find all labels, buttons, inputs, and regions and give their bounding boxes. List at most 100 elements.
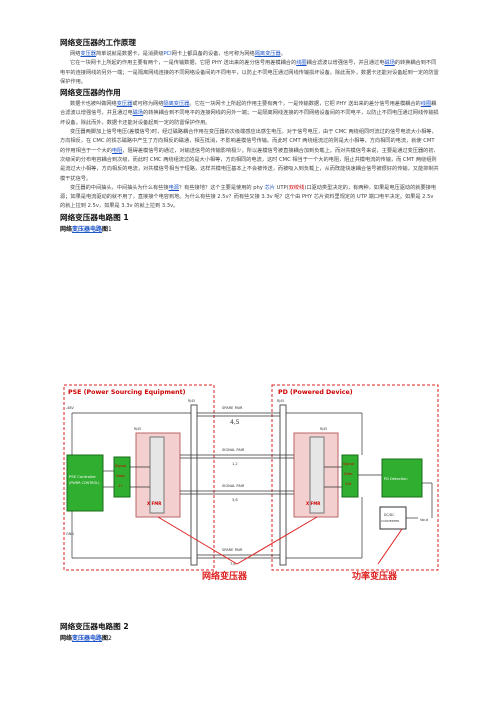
xfmr-right-label: X FMR	[306, 501, 320, 506]
text: ？有些接地？这个主要是使用的 phy	[178, 184, 265, 191]
signal-left-1: Signal	[115, 464, 126, 468]
power-transformer-label: 功率变压器	[352, 570, 398, 582]
spare-pair-bot-1: SPARE PAIR	[222, 548, 243, 552]
dcdc-label-1: DC/DC	[384, 513, 395, 517]
signal-right-3: Out	[345, 482, 352, 486]
rj45-connector	[190, 404, 198, 566]
v48-label: -48V	[66, 406, 75, 410]
paragraph: 变压器两脚加上信号电压(差模信号)时，经过磁路耦合作用在变压器的次级端感应出感生…	[60, 128, 440, 184]
link-power[interactable]: 电源	[168, 184, 179, 191]
paragraph: 网络变压器简单说就是数据卡，是消费级PCI网卡上都具备的设备，也可称为网络隔离变…	[60, 50, 440, 59]
text: 变压器两脚加上信号电压(差模信号)时，经过磁路耦合作用在变压器的次级端感应出感生…	[60, 129, 437, 154]
signal-pair-mid-2: 1,2	[232, 462, 238, 466]
link-transformer-circuit[interactable]: 变压器电路	[72, 635, 103, 642]
network-transformer-label: 网络变压器	[202, 570, 248, 582]
text: 的转换耦合到不同电平的连接网线的另外一端；一是隔离网线连接的不同网络设备间的不同…	[60, 110, 439, 126]
circuit-caption-1: 网络变压器电路图1	[60, 225, 440, 235]
signal-left-3: 1+	[118, 484, 123, 488]
arrow-line	[157, 516, 238, 565]
spare-pair-top-1: SPARE PAIR	[222, 406, 243, 410]
poe-circuit-diagram: PSE (Power Sourcing Equipment) PD (Power…	[63, 384, 439, 582]
signal-pair-low-2: 3,6	[232, 498, 238, 502]
signal-data-right-block	[341, 454, 359, 498]
text: 简单说就是数据卡，是消费级	[95, 51, 164, 57]
paragraph: 数据卡也被叫做网络变压器或可称为网络隔离变压器。它在一块网卡上所起的作用主要有两…	[60, 100, 440, 128]
text: 变压器的中间抽头，中间抽头为什么有些接	[70, 184, 169, 191]
text: )口驱动类型决定的，有两种，如果是电压驱动的就要接电源；如果是电流驱动的就不用了…	[60, 184, 437, 210]
pse-box	[63, 384, 215, 571]
rj45-label: RJ45	[134, 427, 141, 431]
pse-controller-block	[66, 454, 104, 512]
circuit-title-2: 网络变压器电路图 2	[60, 622, 129, 631]
text: 或可称为网络	[132, 101, 164, 108]
link-coil[interactable]: 线圈	[420, 101, 432, 108]
text: 它在一块网卡上所起的作用主要有两个，一是传输数据，它把 PHY 送出来的差分信号…	[70, 60, 297, 67]
xfmr-right-core	[309, 436, 325, 514]
text: 。	[280, 51, 286, 57]
text: 网络	[70, 51, 81, 57]
signal-right-2: Data	[344, 472, 353, 476]
pd-label: PD (Powered Device)	[278, 389, 353, 396]
rj45-label: RJ45	[277, 399, 284, 403]
text: ，阻碍差模信号的通过，对输送信号的传输影响极少。所以差模信号被直接耦合加到负载上…	[60, 147, 439, 182]
text: 耦合滤波以增强信号，并且通过电	[306, 60, 385, 67]
rj45-connector	[279, 404, 287, 566]
text: 图	[102, 635, 109, 642]
spare-pair-top-2: 4,5	[230, 419, 240, 426]
link-chip[interactable]: 芯片	[264, 184, 275, 191]
link-magnetic-field[interactable]: 磁场	[132, 110, 144, 117]
text: 1	[108, 225, 112, 233]
signal-right-1: Signal	[343, 462, 354, 466]
section-title-function: 网络变压器的作用	[60, 88, 121, 98]
arrow-line	[236, 516, 318, 565]
xfmr-left-label: X FMR	[147, 501, 161, 506]
link-coil[interactable]: 线圈	[296, 60, 307, 67]
spare-pair-bot-2: 7,8	[230, 562, 236, 566]
text: 2	[108, 635, 112, 642]
link-transformer[interactable]: 变压器	[80, 51, 96, 57]
twisted-pair-term[interactable]: 双绞线	[288, 184, 305, 191]
text: 数据卡也被叫做网络	[70, 101, 117, 108]
paragraph: 变压器的中间抽头，中间抽头为什么有些接电源？有些接地？这个主要是使用的 phy …	[60, 184, 440, 212]
pd-box	[271, 384, 439, 571]
text: 网络	[60, 635, 73, 642]
signal-pair-low-1: SIGNAL PAIR	[222, 484, 245, 488]
document-body: 网络变压器的工作原理 网络变压器简单说就是数据卡，是消费级PCI网卡上都具备的设…	[60, 38, 440, 235]
pd-detection-block	[381, 458, 423, 498]
signal-pair-mid-1: SIGNAL PAIR	[222, 448, 245, 452]
link-pci[interactable]: PCI	[163, 51, 172, 57]
text: 耦合滤波以增强信号，并且通过电	[60, 101, 437, 117]
rj45-label: RJ45	[320, 427, 327, 431]
document-footer-section: 网络变压器电路图 2 网络变压器电路图2	[60, 622, 440, 644]
circuit-caption-2: 网络变压器电路图2	[60, 634, 440, 644]
pd-detection-label: PD Detection	[384, 477, 408, 481]
link-isolation-transformer[interactable]: 隔离变压器	[254, 51, 281, 57]
dcdc-label-2: CONVERTER	[381, 519, 399, 523]
signal-left-2: Data	[116, 474, 125, 478]
wire-pairs	[71, 412, 433, 559]
pse-label: PSE (Power Sourcing Equipment)	[68, 389, 186, 396]
signal-data-left-block	[113, 456, 131, 498]
paragraph: 它在一块网卡上所起的作用主要有两个，一是传输数据，它把 PHY 送出来的差分信号…	[60, 59, 440, 87]
text: 。它在一块网卡上所起的作用主要有两个，一是传输数据，它把 PHY 送出来的差分信…	[189, 101, 421, 108]
text: UTP(	[274, 184, 289, 191]
pse-controller-label-2: (PWRR CONTROL)	[69, 481, 100, 485]
circuit-title-1: 网络变压器电路图 1	[60, 212, 129, 222]
pse-controller-label-1: PSE Controller	[69, 474, 96, 479]
link-transformer[interactable]: 变压器	[116, 101, 133, 108]
text: 的转换耦合到不同电平的连接网线的另外一端；一是隔离网线连接的不同网络设备间的不同…	[60, 60, 439, 85]
link-magnetic-field[interactable]: 磁场	[384, 60, 395, 67]
xfmr-left-core	[149, 436, 165, 514]
link-transformer-circuit[interactable]: 变压器电路	[72, 225, 103, 233]
rj45-label: RJ45	[188, 399, 195, 403]
vout-label: Vout	[420, 518, 429, 522]
section-title-principle: 网络变压器的工作原理	[60, 38, 136, 47]
arrow-line	[377, 528, 403, 565]
text: 网络	[60, 225, 73, 233]
link-resistor[interactable]: 电阻	[111, 147, 123, 154]
link-isolation-transformer[interactable]: 隔离变压器	[163, 101, 190, 108]
dcdc-block	[379, 506, 407, 530]
text: 网卡上都具备的设备，也可称为网络	[171, 51, 255, 57]
text: 图	[102, 225, 109, 233]
gnd-label: GND	[66, 532, 74, 536]
